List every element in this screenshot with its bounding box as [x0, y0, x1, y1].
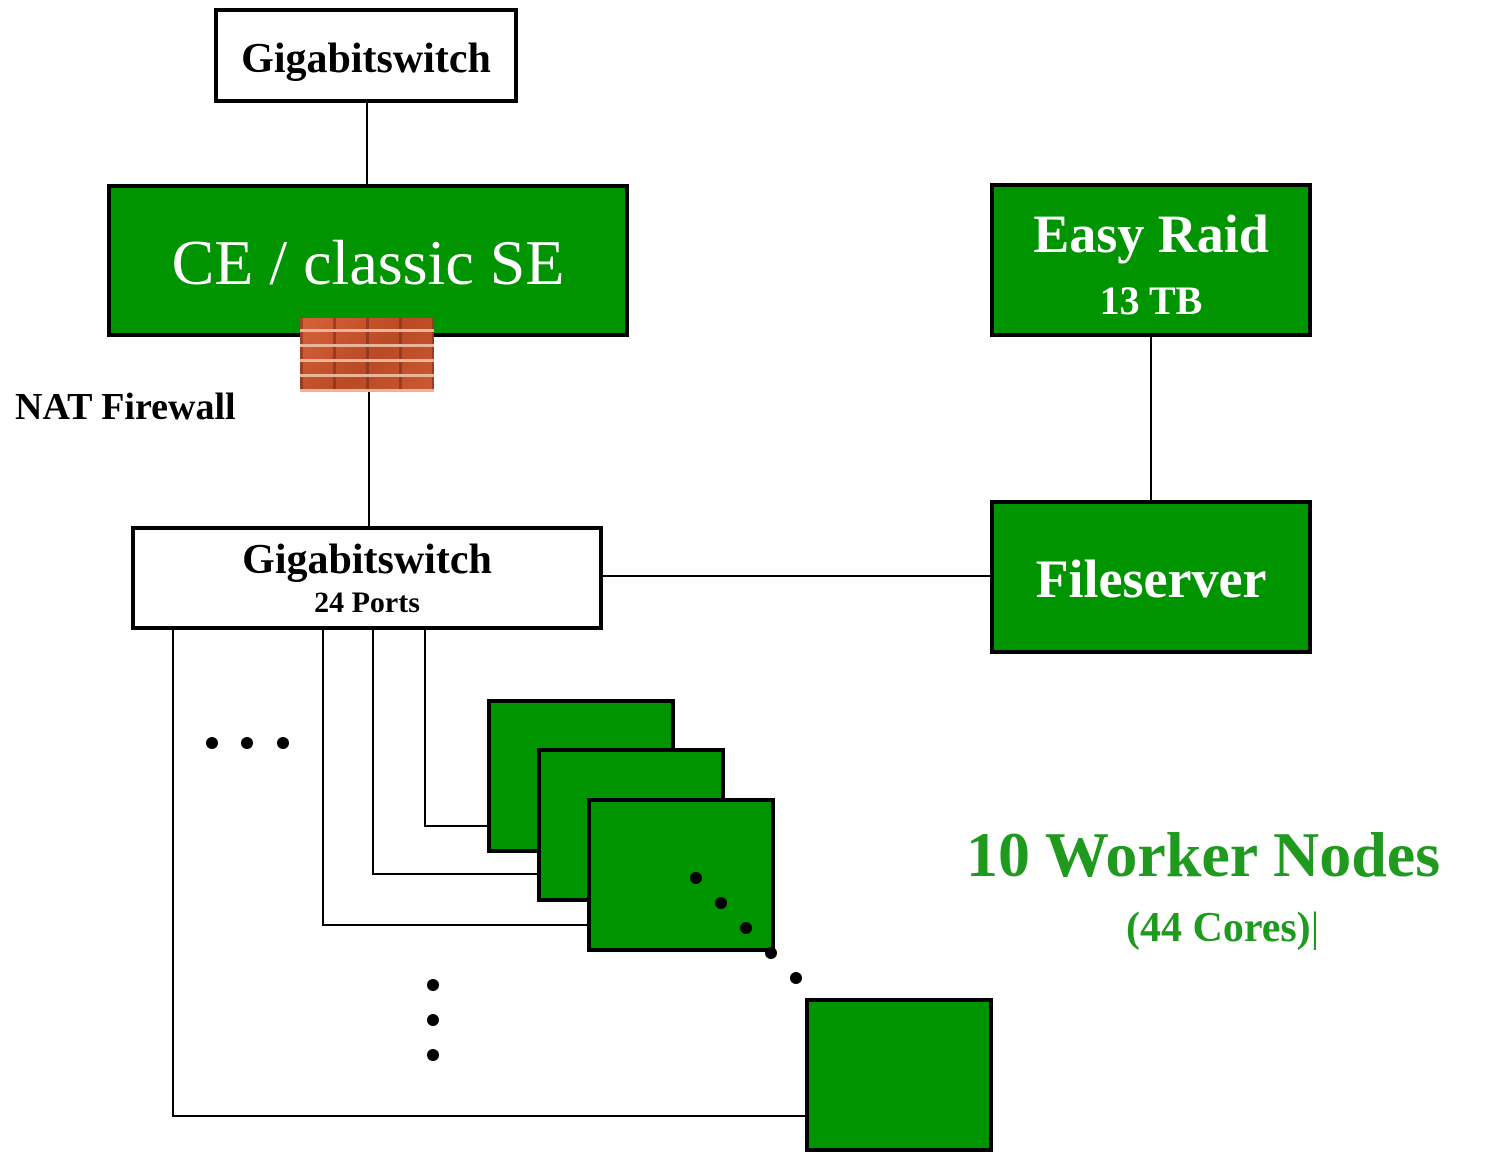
ellipsis-dot — [790, 972, 802, 984]
raid-capacity: 13 TB — [1099, 278, 1203, 323]
top-gigabit-switch: Gigabitswitch — [214, 8, 518, 103]
top-switch-label: Gigabitswitch — [241, 36, 491, 82]
ellipsis-dot — [206, 737, 218, 749]
worker-nodes-subtitle: (44 Cores)| — [1126, 904, 1319, 952]
ellipsis-dot — [241, 737, 253, 749]
fileserver-box: Fileserver — [990, 500, 1312, 654]
worker-nodes-trailer: | — [1310, 905, 1320, 951]
line-raid-to-fileserver — [1150, 334, 1152, 502]
line-switch-to-fileserver — [602, 575, 992, 577]
switch-24-ports: 24 Ports — [314, 586, 420, 619]
ellipsis-dot — [427, 1049, 439, 1061]
worker-nodes-title: 10 Worker Nodes — [966, 819, 1441, 890]
line-switch-to-node-1 — [424, 628, 426, 826]
line-switch-to-node-1-h — [424, 825, 490, 827]
ellipsis-dot — [765, 947, 777, 959]
ellipsis-dot — [690, 872, 702, 884]
line-switch-to-node-last — [172, 628, 174, 1116]
easy-raid-box: Easy Raid 13 TB — [990, 183, 1312, 337]
worker-node-last — [805, 998, 993, 1152]
line-firewall-to-switch — [368, 392, 370, 528]
line-switch-to-node-2 — [372, 628, 374, 874]
ellipsis-dot — [277, 737, 289, 749]
ellipsis-dot — [427, 1014, 439, 1026]
line-top-switch-to-ce — [366, 101, 368, 185]
brick-wall-icon — [300, 318, 434, 392]
fileserver-label: Fileserver — [1035, 549, 1267, 609]
line-switch-to-node-3 — [322, 628, 324, 925]
ellipsis-dot — [715, 897, 727, 909]
line-switch-to-node-3-h — [322, 924, 590, 926]
ce-label: CE / classic SE — [171, 227, 565, 298]
raid-title: Easy Raid — [1033, 204, 1269, 264]
switch-24-label: Gigabitswitch — [242, 537, 492, 583]
line-switch-to-node-last-h — [172, 1115, 808, 1117]
gigabit-switch-24-ports: Gigabitswitch 24 Ports — [131, 526, 603, 630]
ellipsis-dot — [427, 979, 439, 991]
line-switch-to-node-2-h — [372, 873, 540, 875]
ellipsis-dot — [740, 922, 752, 934]
nat-firewall-label: NAT Firewall — [15, 386, 236, 428]
ce-classic-se-box: CE / classic SE — [107, 184, 629, 337]
worker-nodes-cores: (44 Cores) — [1126, 905, 1311, 951]
